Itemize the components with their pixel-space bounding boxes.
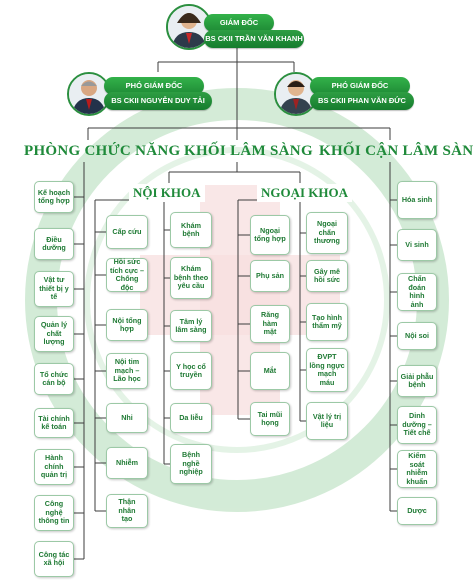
- section-khoi-can-lam-sang: KHỐI CẬN LÂM SÀNG: [319, 143, 474, 159]
- canlam-items-item: Chẩn đoán hình ảnh: [397, 273, 437, 311]
- connector-lines: [74, 46, 397, 560]
- section-phong-chuc-nang: PHÒNG CHỨC NĂNG: [24, 143, 181, 159]
- canlam-items-item: Giải phẫu bệnh: [397, 365, 437, 397]
- director-title: GIÁM ĐỐC: [204, 14, 274, 32]
- box-label: Nội tim mạch – Lão học: [113, 357, 141, 384]
- ngoai-right-item: ĐVPT lồng ngực mạch máu: [306, 348, 348, 392]
- ngoai-left-item: Răng hàm mặt: [250, 305, 290, 343]
- box-label: Hóa sinh: [401, 194, 433, 204]
- canlam-items-item: Hóa sinh: [397, 181, 437, 219]
- vice-director-1-photo: [67, 72, 111, 116]
- box-label: Vi sinh: [405, 239, 429, 249]
- box-label: Gây mê hồi sức: [314, 266, 340, 284]
- canlam-items-item: Kiểm soát nhiễm khuẩn: [397, 450, 437, 488]
- box-label: Công tác xã hội: [38, 549, 70, 567]
- ngoai-right-item: Tạo hình thẩm mỹ: [306, 303, 348, 341]
- box-label: Ngoại tổng hợp: [254, 225, 286, 243]
- phong-items-item: Quản lý chất lượng: [34, 316, 74, 352]
- noi-right-item: Tâm lý lâm sàng: [170, 310, 212, 342]
- box-label: Vật lý trị liệu: [312, 411, 342, 429]
- box-label: Y học cổ truyền: [176, 361, 206, 379]
- canlam-items-item: Vi sinh: [397, 229, 437, 261]
- vice-director-2-photo: [274, 72, 318, 116]
- box-label: Tâm lý lâm sàng: [175, 316, 207, 334]
- box-label: Da liễu: [179, 412, 203, 422]
- box-label: Thận nhân tạo: [118, 497, 136, 524]
- box-label: Quản lý chất lượng: [40, 320, 68, 347]
- noi-right-item: Khám bệnh: [170, 212, 212, 248]
- noi-left-item: Nội tổng hợp: [106, 309, 148, 341]
- box-label: Công nghệ thông tin: [38, 499, 70, 526]
- box-label: Điều dưỡng: [42, 234, 66, 252]
- box-label: Kế hoạch tổng hợp: [37, 187, 71, 205]
- ngoai-right-item: Vật lý trị liệu: [306, 402, 348, 440]
- section-khoi-lam-sang: KHỐI LÂM SÀNG: [184, 143, 313, 159]
- box-label: Nội tổng hợp: [112, 315, 142, 333]
- box-label: Tài chính kế toán: [38, 413, 70, 431]
- phong-items-item: Vật tư thiết bị y tế: [34, 271, 74, 307]
- noi-left-item: Hồi sức tích cực – Chống độc: [106, 257, 148, 292]
- ngoai-left-item: Phụ sản: [250, 260, 290, 292]
- noi-left-item: Nhi: [106, 403, 148, 433]
- phong-items-item: Tổ chức cán bộ: [34, 363, 74, 395]
- ngoai-left-item: Mắt: [250, 352, 290, 390]
- noi-left-item: Nội tim mạch – Lão học: [106, 353, 148, 389]
- box-label: Bệnh nghề nghiệp: [179, 450, 203, 477]
- box-label: Hồi sức tích cực – Chống độc: [110, 257, 144, 292]
- box-label: Dược: [407, 505, 427, 515]
- sub-noi-khoa: NỘI KHOA: [129, 184, 205, 202]
- box-label: Tạo hình thẩm mỹ: [312, 312, 342, 330]
- box-label: Tổ chức cán bộ: [39, 369, 69, 387]
- noi-right-item: Bệnh nghề nghiệp: [170, 444, 212, 484]
- vice-director-2-name: BS CKII PHAN VĂN ĐỨC: [310, 92, 414, 110]
- box-label: ĐVPT lồng ngực mạch máu: [309, 352, 345, 387]
- box-label: Giải phẫu bệnh: [400, 371, 434, 389]
- vice-director-1-title: PHÓ GIÁM ĐỐC: [104, 77, 204, 95]
- box-label: Vật tư thiết bị y tế: [39, 275, 69, 302]
- ngoai-right-item: Ngoại chấn thương: [306, 212, 348, 254]
- box-label: Cấp cứu: [112, 226, 142, 236]
- director-name: BS CKII TRẦN VĂN KHANH: [204, 30, 304, 48]
- ngoai-left-item: Tai mũi họng: [250, 402, 290, 436]
- phong-items-item: Hành chính quản trị: [34, 449, 74, 485]
- box-label: Tai mũi họng: [257, 409, 283, 427]
- noi-right-item: Khám bệnh theo yêu cầu: [170, 257, 212, 299]
- noi-right-item: Y học cổ truyền: [170, 352, 212, 390]
- vice-director-2-title: PHÓ GIÁM ĐỐC: [310, 77, 410, 95]
- canlam-items-item: Dinh dưỡng – Tiết chế: [397, 406, 437, 444]
- box-label: Răng hàm mặt: [261, 310, 279, 337]
- phong-items-item: Điều dưỡng: [34, 228, 74, 260]
- phong-items-item: Công nghệ thông tin: [34, 495, 74, 531]
- box-label: Hành chính quản trị: [40, 453, 68, 480]
- box-label: Ngoại chấn thương: [314, 219, 340, 246]
- box-label: Khám bệnh theo yêu cầu: [173, 264, 209, 291]
- box-label: Phụ sản: [256, 270, 284, 280]
- noi-left-item: Nhiễm: [106, 447, 148, 479]
- noi-left-item: Cấp cứu: [106, 215, 148, 249]
- canlam-items-item: Nội soi: [397, 322, 437, 350]
- sub-ngoai-khoa: NGOẠI KHOA: [257, 184, 353, 202]
- vice-director-1-name: BS CKII NGUYỄN DUY TẢI: [104, 92, 212, 110]
- phong-items-item: Công tác xã hội: [34, 541, 74, 577]
- phong-items-item: Tài chính kế toán: [34, 408, 74, 438]
- noi-left-item: Thận nhân tạo: [106, 494, 148, 528]
- noi-right-item: Da liễu: [170, 403, 212, 433]
- box-label: Dinh dưỡng – Tiết chế: [402, 411, 432, 438]
- box-label: Mắt: [263, 365, 277, 375]
- box-label: Chẩn đoán hình ảnh: [408, 274, 426, 309]
- box-label: Kiểm soát nhiễm khuẩn: [406, 451, 428, 486]
- box-label: Khám bệnh: [181, 220, 201, 238]
- box-label: Nhi: [121, 412, 133, 422]
- box-label: Nhiễm: [116, 457, 138, 467]
- ngoai-right-item: Gây mê hồi sức: [306, 260, 348, 292]
- canlam-items-item: Dược: [397, 497, 437, 525]
- box-label: Nội soi: [405, 330, 429, 340]
- ngoai-left-item: Ngoại tổng hợp: [250, 215, 290, 255]
- phong-items-item: Kế hoạch tổng hợp: [34, 181, 74, 213]
